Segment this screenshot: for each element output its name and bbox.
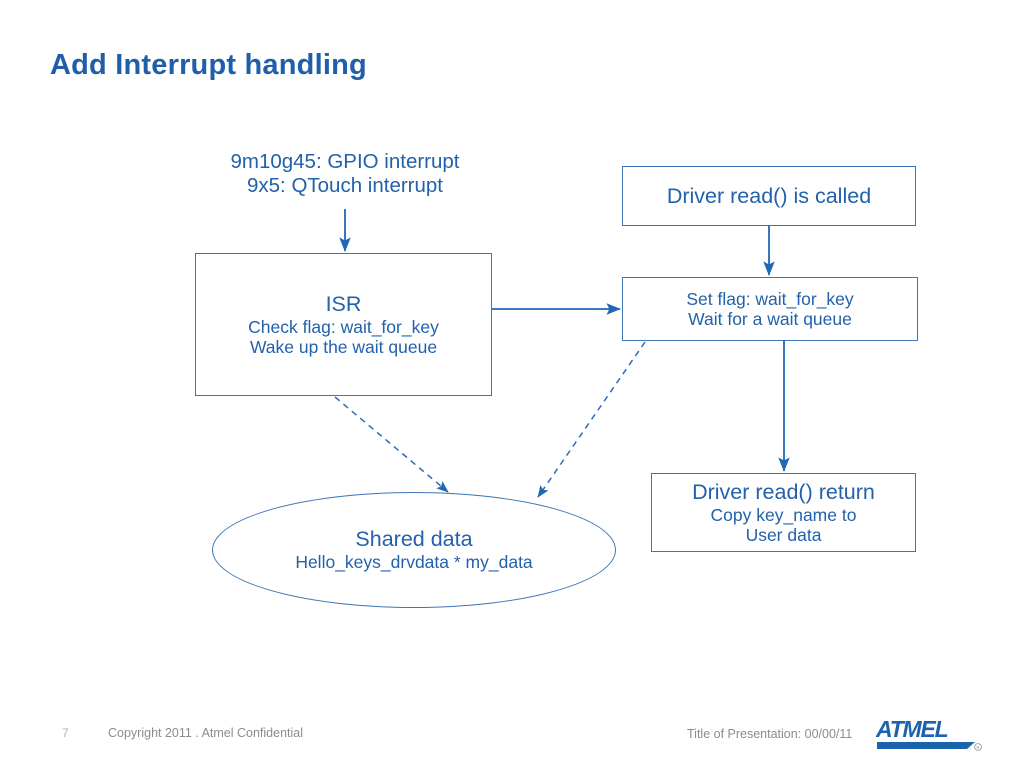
shared-data-header: Shared data: [355, 527, 473, 552]
footer-presentation-title: Title of Presentation: 00/00/11: [687, 727, 853, 741]
shared-data-line1: Hello_keys_drvdata * my_data: [295, 552, 533, 573]
source-label-line2: 9x5: QTouch interrupt: [247, 173, 443, 197]
isr-box-header: ISR: [325, 291, 362, 316]
driver-read-called-header: Driver read() is called: [666, 183, 872, 208]
driver-read-return-line2: User data: [745, 524, 822, 545]
isr-box-line1: Check flag: wait_for_key: [248, 316, 439, 337]
atmel-logo: ATMEL R: [875, 716, 982, 751]
set-flag-box-line1: Set flag: wait_for_key: [686, 288, 854, 309]
set-flag-box-line2: Wait for a wait queue: [688, 309, 852, 329]
arrow-setflag-to-shared-data: [537, 341, 646, 498]
footer-page-number: 7: [62, 726, 69, 740]
interrupt-source-label: 9m10g45: GPIO interrupt 9x5: QTouch inte…: [190, 150, 500, 198]
driver-read-return-header: Driver read() return: [692, 479, 875, 504]
driver-read-return-line1: Copy key_name to: [710, 504, 857, 525]
driver-read-called-box[interactable]: Driver read() is called: [622, 166, 916, 226]
page-title: Add Interrupt handling: [50, 49, 367, 81]
driver-read-return-box[interactable]: Driver read() return Copy key_name to Us…: [651, 473, 916, 552]
isr-box-line2: Wake up the wait queue: [249, 336, 438, 357]
shared-data-ellipse[interactable]: Shared data Hello_keys_drvdata * my_data: [212, 492, 616, 608]
arrow-isr-to-shared-data: [334, 396, 449, 493]
isr-box[interactable]: ISR Check flag: wait_for_key Wake up the…: [195, 253, 492, 396]
svg-text:ATMEL: ATMEL: [875, 716, 948, 742]
source-label-line1: 9m10g45: GPIO interrupt: [230, 150, 460, 173]
svg-text:R: R: [976, 745, 979, 750]
footer-copyright: Copyright 2011 . Atmel Confidential: [108, 726, 304, 740]
set-flag-box[interactable]: Set flag: wait_for_key Wait for a wait q…: [622, 277, 918, 341]
